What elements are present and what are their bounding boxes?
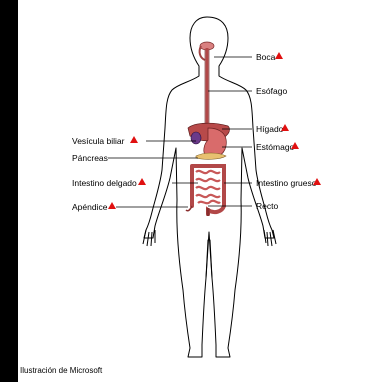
- small-intestine-organ: [196, 171, 220, 203]
- red-triangle-icon[interactable]: [281, 124, 289, 131]
- label-apendice[interactable]: Apéndice: [72, 202, 107, 212]
- label-estomago[interactable]: Estómago: [256, 142, 294, 152]
- red-triangle-icon[interactable]: [313, 178, 321, 185]
- label-recto[interactable]: Recto: [256, 201, 278, 211]
- red-triangle-icon[interactable]: [275, 52, 283, 59]
- label-boca[interactable]: Boca: [256, 52, 275, 62]
- red-triangle-icon[interactable]: [138, 178, 146, 185]
- label-esofago[interactable]: Esófago: [256, 86, 287, 96]
- label-vesicula-biliar[interactable]: Vesícula biliar: [72, 136, 124, 146]
- label-pancreas[interactable]: Páncreas: [72, 153, 108, 163]
- red-triangle-icon[interactable]: [291, 142, 299, 149]
- label-intestino-grueso[interactable]: Intestino grueso: [256, 178, 316, 188]
- red-triangle-icon[interactable]: [130, 136, 138, 143]
- red-triangle-icon[interactable]: [108, 202, 116, 209]
- label-intestino-delgado[interactable]: Intestino delgado: [72, 178, 137, 188]
- label-higado[interactable]: Hígado: [256, 124, 283, 134]
- gallbladder-organ: [191, 132, 201, 144]
- image-credit: Ilustración de Microsoft: [20, 366, 102, 375]
